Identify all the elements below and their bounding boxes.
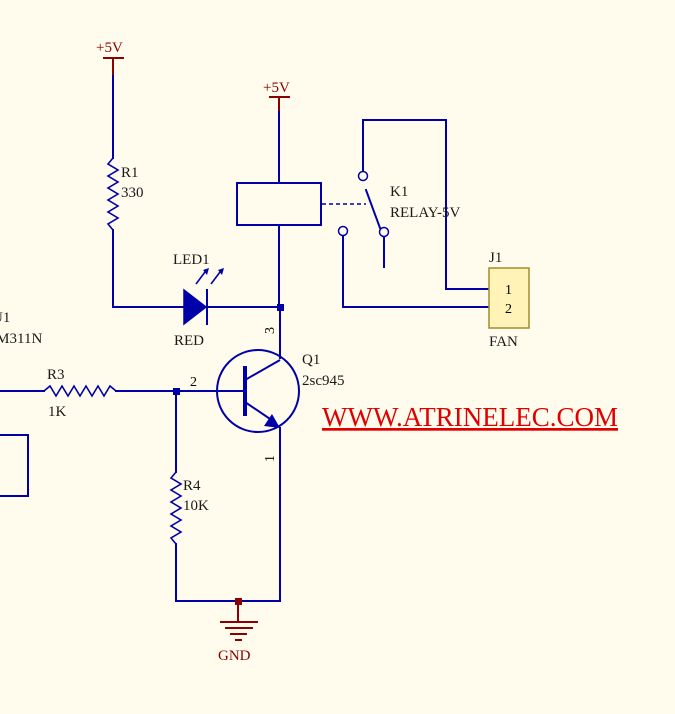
j1-value: FAN: [489, 334, 518, 350]
ic-u1-partial: U1 LM311N: [0, 310, 42, 347]
gnd-label: GND: [218, 648, 251, 664]
junctions: [173, 304, 284, 605]
r1-designator: R1: [121, 165, 139, 181]
q1-pin-collector: 3: [263, 327, 278, 334]
r1-value: 330: [121, 185, 144, 201]
connector-j1: J1 1 2 FAN: [488, 250, 530, 350]
wires: [0, 75, 491, 602]
relay-k1: K1 RELAY-5V: [236, 170, 460, 238]
r3-value: 1K: [48, 404, 67, 420]
j1-pin1: 1: [505, 283, 512, 298]
led1-designator: LED1: [173, 252, 210, 268]
r3-designator: R3: [47, 367, 65, 383]
power-port-vcc-r1: +5V: [96, 40, 124, 76]
website-watermark: WWW.ATRINELEC.COM: [322, 402, 618, 432]
q1-designator: Q1: [302, 352, 320, 368]
resistor-r4: R4 10K: [169, 471, 209, 545]
r4-designator: R4: [183, 478, 201, 494]
relay-coil: [236, 182, 322, 226]
q1-pin-emitter: 1: [263, 455, 278, 462]
junction-base: [173, 388, 180, 395]
transistor-q1: 2 3 1 Q1 2sc945: [190, 327, 345, 462]
k1-value: RELAY-5V: [390, 205, 460, 221]
junction-collector: [277, 304, 284, 311]
r4-value: 10K: [183, 498, 209, 514]
q1-pin-base: 2: [190, 375, 197, 390]
led1: LED1 RED: [173, 252, 224, 349]
resistor-r3: R3 1K: [43, 367, 117, 420]
u1-value: LM311N: [0, 331, 42, 347]
q1-value: 2sc945: [302, 373, 345, 389]
ground-symbol: GND: [218, 601, 258, 664]
j1-designator: J1: [489, 250, 502, 266]
j1-pin2: 2: [505, 302, 512, 317]
u1-designator: U1: [0, 310, 10, 326]
vcc-r1-label: +5V: [96, 40, 123, 56]
power-port-vcc-relay: +5V: [263, 80, 290, 112]
k1-designator: K1: [390, 184, 408, 200]
led1-value: RED: [174, 333, 204, 349]
resistor-r1: R1 330: [106, 157, 144, 231]
vcc-relay-label: +5V: [263, 80, 290, 96]
